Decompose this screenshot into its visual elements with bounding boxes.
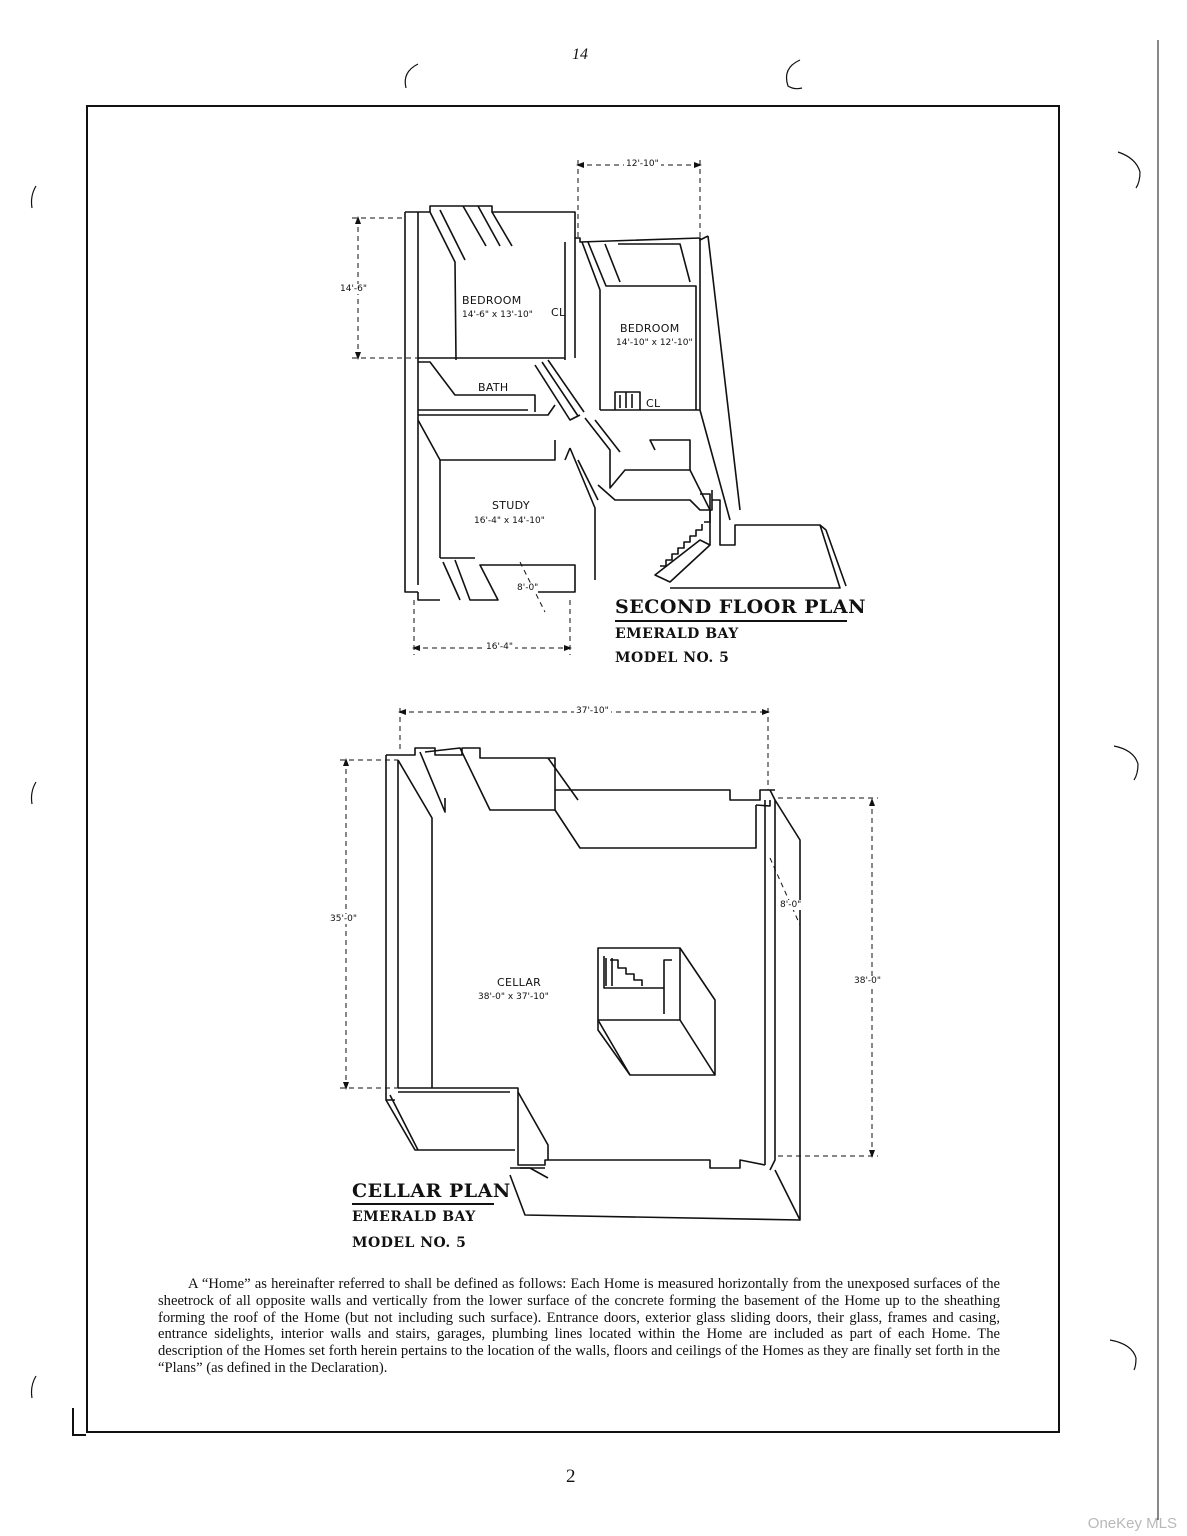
cellar-title: CELLAR PLAN bbox=[352, 1180, 511, 1202]
home-definition-paragraph: A “Home” as hereinafter referred to shal… bbox=[158, 1276, 1000, 1376]
dim-top-second: 12'-10" bbox=[624, 159, 661, 169]
top-page-mark: 14 bbox=[572, 46, 588, 63]
bedroom2-label: BEDROOM bbox=[620, 322, 680, 335]
cellar-model: MODEL NO. 5 bbox=[352, 1235, 467, 1251]
dim-inner-cellar: 8'-0" bbox=[780, 900, 802, 910]
bath-label: BATH bbox=[478, 381, 509, 394]
dimension-arrowheads bbox=[343, 162, 875, 1158]
dim-top-cellar: 37'-10" bbox=[574, 706, 611, 716]
dim-left-second: 14'-6" bbox=[340, 284, 368, 294]
second-floor-title: SECOND FLOOR PLAN bbox=[615, 596, 866, 618]
second-floor-model: MODEL NO. 5 bbox=[615, 650, 730, 666]
cellar-subtitle: EMERALD BAY bbox=[352, 1209, 476, 1225]
cellar-title-underline bbox=[352, 1203, 494, 1205]
page-border-corner bbox=[72, 1408, 86, 1436]
closet1-label: CL bbox=[551, 306, 566, 319]
dim-bottom-second: 16'-4" bbox=[484, 642, 516, 652]
page-border bbox=[86, 105, 1060, 1433]
study-label: STUDY bbox=[492, 499, 530, 512]
closet2-label: CL bbox=[646, 397, 661, 410]
page-number: 2 bbox=[566, 1466, 576, 1487]
bedroom1-size: 14'-6" x 13'-10" bbox=[462, 310, 533, 320]
watermark: OneKey MLS bbox=[1087, 1515, 1177, 1532]
cellar-plan-drawing bbox=[385, 747, 801, 1221]
dim-inner-second: 8'-0" bbox=[517, 583, 539, 593]
bedroom1-label: BEDROOM bbox=[462, 294, 522, 307]
second-floor-plan-drawing bbox=[404, 205, 847, 601]
second-floor-title-underline bbox=[615, 620, 847, 622]
dim-right-cellar: 38'-0" bbox=[854, 976, 882, 986]
binder-hole-marks bbox=[30, 40, 1159, 1520]
second-floor-subtitle: EMERALD BAY bbox=[615, 626, 739, 642]
bedroom2-size: 14'-10" x 12'-10" bbox=[616, 338, 693, 348]
cellar-size: 38'-0" x 37'-10" bbox=[478, 992, 549, 1002]
study-size: 16'-4" x 14'-10" bbox=[474, 516, 545, 526]
cellar-label: CELLAR bbox=[497, 976, 542, 989]
dim-left-cellar: 35'-0" bbox=[330, 914, 358, 924]
